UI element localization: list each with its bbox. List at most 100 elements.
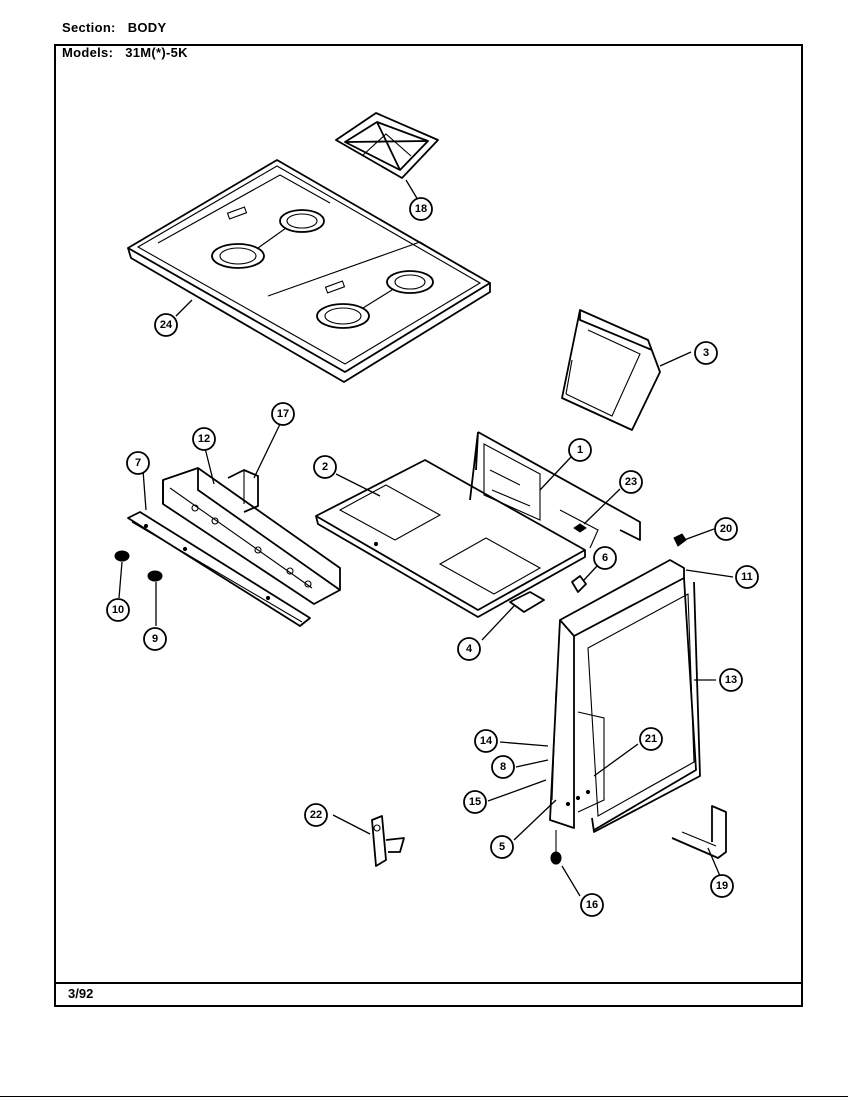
part-leveler-16	[550, 830, 562, 865]
callout-11: 11	[735, 565, 759, 589]
callout-number: 10	[112, 604, 124, 616]
callout-22: 22	[304, 803, 328, 827]
callout-8: 8	[491, 755, 515, 779]
callout-number: 12	[198, 433, 210, 445]
callout-number: 21	[645, 733, 657, 745]
callout-bubble	[491, 755, 515, 779]
callout-number: 23	[625, 476, 637, 488]
section-header: Section: BODY	[62, 20, 166, 35]
callout-16: 16	[580, 893, 604, 917]
callout-bubble	[126, 451, 150, 475]
part-cooktop	[127, 159, 491, 383]
callout-4: 4	[457, 637, 481, 661]
callout-number: 18	[415, 203, 427, 215]
callout-number: 24	[160, 319, 173, 331]
callout-number: 20	[720, 523, 732, 535]
callout-23: 23	[619, 470, 643, 494]
part-bracket-17	[227, 469, 259, 513]
callout-number: 3	[703, 347, 709, 359]
callout-18: 18	[409, 197, 433, 221]
callout-6: 6	[593, 546, 617, 570]
part-burner-box	[315, 459, 586, 618]
models-label: Models:	[62, 45, 114, 60]
callout-number: 8	[500, 761, 506, 773]
part-side-shield	[561, 309, 661, 431]
part-rear-panel	[469, 431, 641, 549]
page-bottom-rule	[0, 1096, 848, 1097]
callout-15: 15	[463, 790, 487, 814]
callout-bubble	[192, 427, 216, 451]
callout-bubble	[313, 455, 337, 479]
callout-bubble	[694, 341, 718, 365]
callout-number: 16	[586, 899, 598, 911]
callout-bubble	[463, 790, 487, 814]
part-front-rail	[127, 511, 311, 627]
callout-3: 3	[694, 341, 718, 365]
callout-bubble	[271, 402, 295, 426]
callout-bubble	[580, 893, 604, 917]
callout-10: 10	[106, 598, 130, 622]
callout-number: 19	[716, 880, 728, 892]
callout-bubble	[639, 727, 663, 751]
callout-bubble	[735, 565, 759, 589]
callout-bubble	[474, 729, 498, 753]
callout-bubble	[714, 517, 738, 541]
callout-number: 15	[469, 796, 481, 808]
callout-5: 5	[490, 835, 514, 859]
part-bracket-6	[571, 575, 587, 593]
section-value: BODY	[127, 20, 167, 35]
callout-bubble	[490, 835, 514, 859]
callout-number: 1	[577, 444, 583, 456]
callout-number: 4	[466, 643, 473, 655]
callout-number: 22	[310, 809, 322, 821]
part-knob-9	[147, 570, 163, 582]
part-regulator	[371, 815, 405, 867]
footer-divider	[54, 982, 803, 984]
callout-number: 2	[322, 461, 328, 473]
callout-12: 12	[192, 427, 216, 451]
leader-lines	[118, 179, 734, 897]
callout-number: 14	[480, 735, 493, 747]
callout-1: 1	[568, 438, 592, 462]
part-anti-tip-bracket	[671, 805, 727, 859]
callout-number: 13	[725, 674, 737, 686]
callout-17: 17	[271, 402, 295, 426]
section-label: Section:	[62, 20, 116, 35]
callout-20: 20	[714, 517, 738, 541]
part-screw-23	[573, 523, 587, 533]
part-valve-bracket	[509, 591, 545, 613]
callout-2: 2	[313, 455, 337, 479]
callout-number: 17	[277, 408, 289, 420]
callout-14: 14	[474, 729, 498, 753]
date-code: 3/92	[68, 986, 94, 1001]
callout-number: 11	[741, 571, 753, 583]
part-clip-20	[673, 533, 687, 547]
part-manifold-panel	[162, 467, 341, 605]
callout-24: 24	[154, 313, 178, 337]
callout-bubble	[710, 874, 734, 898]
callout-13: 13	[719, 668, 743, 692]
part-grate	[335, 112, 439, 179]
callout-bubble	[143, 627, 167, 651]
models-value: 31M(*)-5K	[125, 45, 188, 60]
callout-number: 5	[499, 841, 505, 853]
callout-bubble	[106, 598, 130, 622]
callout-number: 7	[135, 457, 141, 469]
callout-bubble	[409, 197, 433, 221]
callout-bubble	[719, 668, 743, 692]
callout-21: 21	[639, 727, 663, 751]
part-knob-10	[114, 550, 130, 562]
callout-bubble	[568, 438, 592, 462]
callout-bubble	[304, 803, 328, 827]
callout-number: 6	[602, 552, 608, 564]
callout-9: 9	[143, 627, 167, 651]
models-header: Models: 31M(*)-5K	[62, 45, 188, 60]
callout-bubble	[593, 546, 617, 570]
part-side-panel	[549, 559, 701, 833]
callout-bubble	[457, 637, 481, 661]
callout-19: 19	[710, 874, 734, 898]
callout-7: 7	[126, 451, 150, 475]
callout-bubble	[154, 313, 178, 337]
